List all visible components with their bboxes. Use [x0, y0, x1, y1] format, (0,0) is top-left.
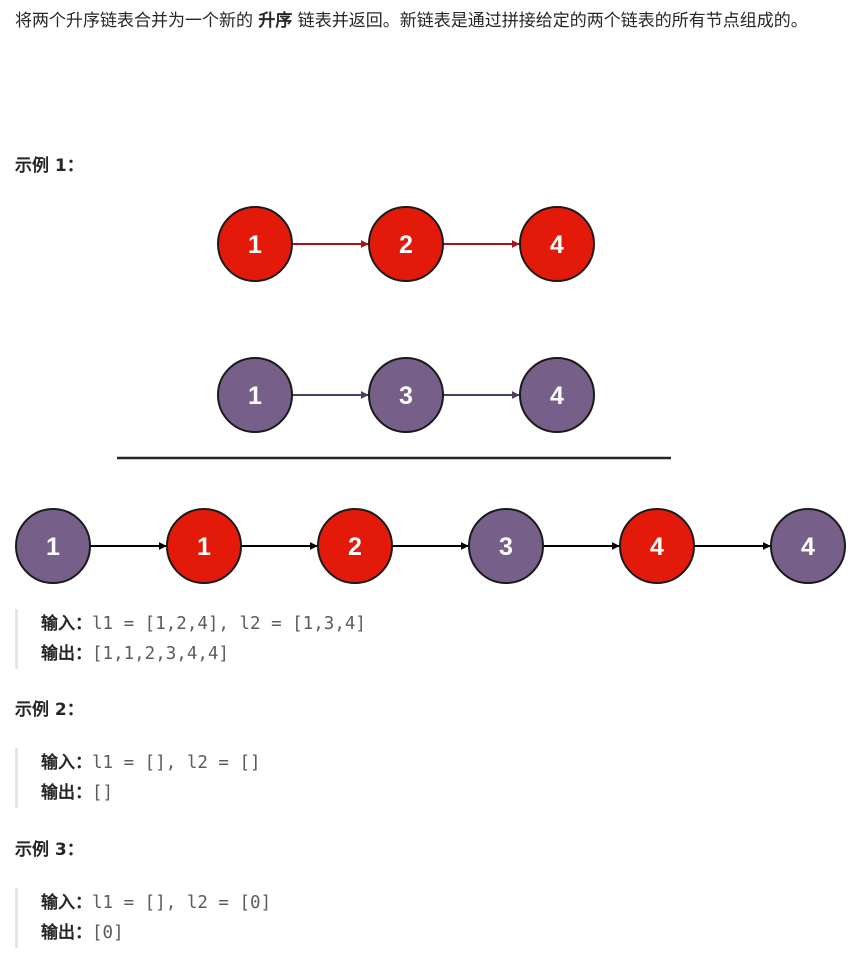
list2-node-label-1: 1: [248, 382, 262, 410]
example-1-output: 输出：[1,1,2,3,4,4]: [41, 639, 366, 669]
example-2-output: 输出：[]: [41, 778, 261, 808]
example-3-input: 输入：l1 = [], l2 = [0]: [41, 888, 271, 918]
example-2-title: 示例 2：: [15, 700, 84, 720]
output-value: []: [92, 783, 114, 803]
example-2-io: 输入：l1 = [], l2 = [] 输出：[]: [15, 748, 261, 808]
merged-node-3: [317, 508, 393, 584]
output-value: [0]: [92, 923, 124, 943]
list2-node-3: [519, 357, 595, 433]
list2-node-2: [368, 357, 444, 433]
example-2-input: 输入：l1 = [], l2 = []: [41, 748, 261, 778]
input-label: 输入：: [41, 893, 92, 913]
input-value: l1 = [], l2 = []: [92, 753, 261, 773]
input-value: l1 = [1,2,4], l2 = [1,3,4]: [92, 614, 366, 634]
list2: 1 3 4: [217, 357, 595, 433]
merged-node-label-2: 1: [197, 533, 211, 561]
example-1-input: 输入：l1 = [1,2,4], l2 = [1,3,4]: [41, 609, 366, 639]
intro-text-start: 将两个升序链表合并为一个新的: [15, 11, 259, 31]
merged-node-5: [619, 508, 695, 584]
output-label: 输出：: [41, 783, 92, 803]
merged-node-label-3: 2: [348, 533, 362, 561]
example-1-io: 输入：l1 = [1,2,4], l2 = [1,3,4] 输出：[1,1,2,…: [15, 609, 366, 669]
merged-list: 1 1 2 3 4 4: [15, 508, 846, 584]
list1-node-label-2: 2: [399, 231, 413, 259]
merged-node-label-6: 4: [801, 533, 815, 561]
merged-node-4: [468, 508, 544, 584]
linked-list-merge-diagram: 1 2 4 1 3 4 1 1 2 3 4 4: [15, 206, 846, 584]
input-value: l1 = [], l2 = [0]: [92, 893, 272, 913]
list2-node-label-2: 3: [399, 382, 413, 410]
merged-node-label-5: 4: [650, 533, 664, 561]
problem-description: 将两个升序链表合并为一个新的 升序 链表并返回。新链表是通过拼接给定的两个链表的…: [15, 6, 855, 36]
input-label: 输入：: [41, 614, 92, 634]
list1-node-2: [368, 206, 444, 282]
merged-node-6: [770, 508, 846, 584]
intro-text-end: 链表并返回。新链表是通过拼接给定的两个链表的所有节点组成的。: [292, 11, 808, 31]
merged-node-label-4: 3: [499, 533, 513, 561]
list2-node-1: [217, 357, 293, 433]
merged-node-1: [15, 508, 91, 584]
output-label: 输出：: [41, 923, 92, 943]
merged-node-label-1: 1: [46, 533, 60, 561]
example-1-title: 示例 1：: [15, 156, 84, 176]
list1-node-3: [519, 206, 595, 282]
intro-bold-term: 升序: [258, 11, 293, 31]
example-3-output: 输出：[0]: [41, 918, 271, 948]
list1-node-1: [217, 206, 293, 282]
merged-node-2: [166, 508, 242, 584]
example-3-io: 输入：l1 = [], l2 = [0] 输出：[0]: [15, 888, 271, 948]
list1-node-label-1: 1: [248, 231, 262, 259]
list2-node-label-3: 4: [550, 382, 564, 410]
example-3-title: 示例 3：: [15, 840, 84, 860]
list1-node-label-3: 4: [550, 231, 564, 259]
output-value: [1,1,2,3,4,4]: [92, 644, 229, 664]
list1: 1 2 4: [217, 206, 595, 282]
input-label: 输入：: [41, 753, 92, 773]
output-label: 输出：: [41, 644, 92, 664]
